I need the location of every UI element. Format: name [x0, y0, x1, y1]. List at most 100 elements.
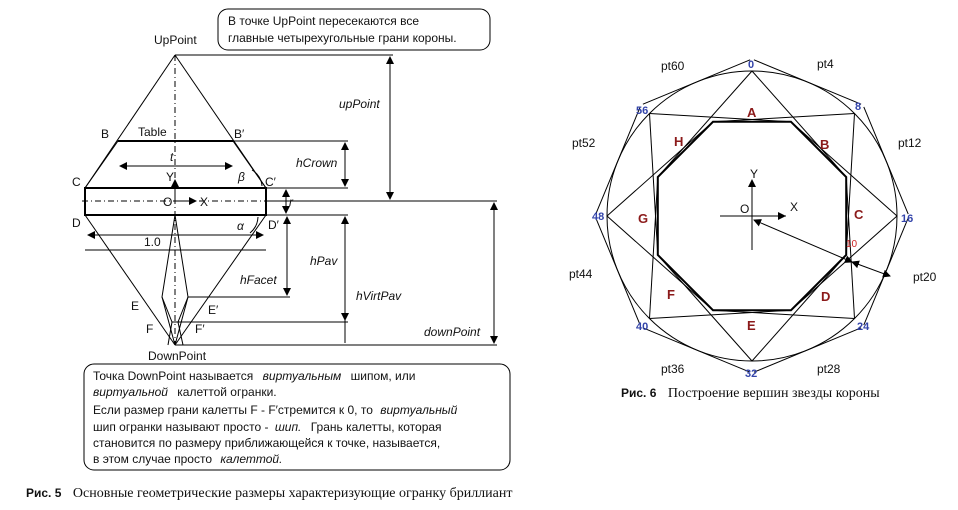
- label-alpha: α: [237, 219, 245, 233]
- label-uppoint: UpPoint: [154, 33, 197, 47]
- tangent-line: [595, 106, 641, 215]
- facet-ray-r2: [177, 321, 184, 346]
- note-bottom-line1: Точка DownPoint называется виртуальным ш…: [93, 369, 415, 383]
- num-24: 24: [857, 321, 870, 333]
- label-f2: F′: [195, 322, 205, 336]
- facet-a: A: [747, 105, 757, 120]
- note-bottom-line6: в этом случае просто калеттой.: [93, 452, 282, 466]
- tangent-line: [642, 327, 751, 373]
- pt4-label: pt4: [817, 57, 834, 71]
- pt12-label: pt12: [898, 136, 922, 150]
- f6-label-y: Y: [750, 167, 758, 181]
- star-line: [606, 121, 714, 217]
- tangent-line: [863, 217, 909, 326]
- label-r: r: [289, 195, 294, 209]
- star-line: [649, 176, 659, 319]
- star-line: [790, 121, 898, 217]
- star-line: [649, 309, 792, 319]
- radius-arrow: [753, 219, 853, 263]
- f6-label-x: X: [790, 200, 798, 214]
- pt20-arrow: [851, 260, 891, 278]
- label-d: D: [72, 216, 81, 230]
- label-f: F: [146, 322, 153, 336]
- label-y: Y: [166, 170, 174, 184]
- star-line: [790, 215, 898, 311]
- facet-ray-right: [174, 296, 189, 346]
- star-line: [845, 113, 855, 256]
- f6-label-o: O: [740, 202, 749, 216]
- num-56: 56: [636, 105, 648, 117]
- star-line: [712, 309, 855, 319]
- facet-b: B: [820, 137, 829, 152]
- label-one: 1.0: [144, 235, 161, 249]
- caption-fig5: Рис. 5 Основные геометрические размеры х…: [26, 486, 512, 501]
- facet-ray-left: [161, 296, 176, 346]
- crown-ray-left: [84, 54, 176, 189]
- label-hcrown: hCrown: [296, 156, 338, 170]
- num-0: 0: [748, 59, 754, 71]
- star-line: [606, 215, 714, 311]
- facet-f: F: [667, 287, 675, 302]
- pt28-label: pt28: [817, 362, 841, 376]
- label-e2: E′: [208, 303, 219, 317]
- label-table: Table: [138, 125, 167, 139]
- crown-ray-right: [174, 54, 267, 189]
- num-40: 40: [636, 321, 648, 333]
- crown-star-diagram: Y O X 10 pt60 pt4 pt12 pt20 pt28 pt36 pt…: [569, 57, 937, 401]
- tangent-line: [753, 327, 862, 373]
- tangent-lines: [595, 59, 909, 373]
- pt20-label: pt20: [913, 270, 937, 284]
- caption-fig6: Рис. 6 Построение вершин звезды короны: [621, 386, 880, 401]
- tangent-line: [642, 59, 751, 105]
- note-box-top: [217, 8, 491, 51]
- facet-g: G: [638, 211, 648, 226]
- star-line: [751, 254, 847, 362]
- label-hpav: hPav: [310, 254, 338, 268]
- facet-ray-l2: [167, 321, 173, 346]
- num-48: 48: [592, 211, 604, 223]
- num-16: 16: [901, 213, 913, 225]
- note-bottom-line3: Если размер грани калетты F - F′стремитс…: [93, 403, 458, 417]
- label-hvirtpav: hVirtPav: [356, 289, 402, 303]
- tangent-line: [595, 217, 641, 326]
- note-top-line1: В точке UpPoint пересекаются все: [228, 14, 419, 28]
- label-o: O: [163, 195, 172, 209]
- star-line: [657, 70, 753, 178]
- note-top-line2: главные четырехугольные грани короны.: [228, 31, 457, 45]
- label-c: C: [72, 175, 81, 189]
- star-line: [649, 113, 659, 256]
- pt36-label: pt36: [661, 362, 685, 376]
- label-beta: β: [237, 170, 245, 184]
- star-line: [657, 254, 753, 362]
- label-x: X: [200, 195, 208, 209]
- label-hfacet: hFacet: [240, 273, 277, 287]
- star-line: [712, 113, 855, 123]
- facet-d: D: [821, 289, 830, 304]
- note-bottom-line2: виртуальной калеттой огранки.: [93, 385, 277, 399]
- pavilion-facet: [161, 214, 189, 323]
- label-uppoint-dim: upPoint: [339, 97, 380, 111]
- label-downpoint-dim: downPoint: [424, 325, 481, 339]
- label-d2: D′: [268, 218, 280, 232]
- note-bottom-line5: становится по размеру приближающейся к т…: [93, 436, 440, 450]
- star-lines: [606, 70, 898, 362]
- note-box-bottom: [83, 363, 511, 471]
- num-10: 10: [846, 239, 858, 250]
- label-b2: B′: [234, 127, 245, 141]
- diamond-profile-diagram: В точке UpPoint пересекаются все главные…: [26, 8, 512, 501]
- pt60-label: pt60: [661, 59, 685, 73]
- note-bottom-line4: шип огранки называют просто - шип. Грань…: [93, 420, 442, 434]
- label-c2: C′: [265, 175, 277, 189]
- alpha-arc: [249, 216, 259, 234]
- facet-e: E: [747, 318, 756, 333]
- label-e: E: [131, 299, 139, 313]
- num-8: 8: [855, 101, 861, 113]
- label-t: t: [170, 150, 174, 164]
- star-line: [751, 70, 847, 178]
- facet-h: H: [674, 134, 683, 149]
- label-b: B: [101, 127, 109, 141]
- num-32: 32: [745, 368, 757, 380]
- tangent-line: [753, 59, 862, 105]
